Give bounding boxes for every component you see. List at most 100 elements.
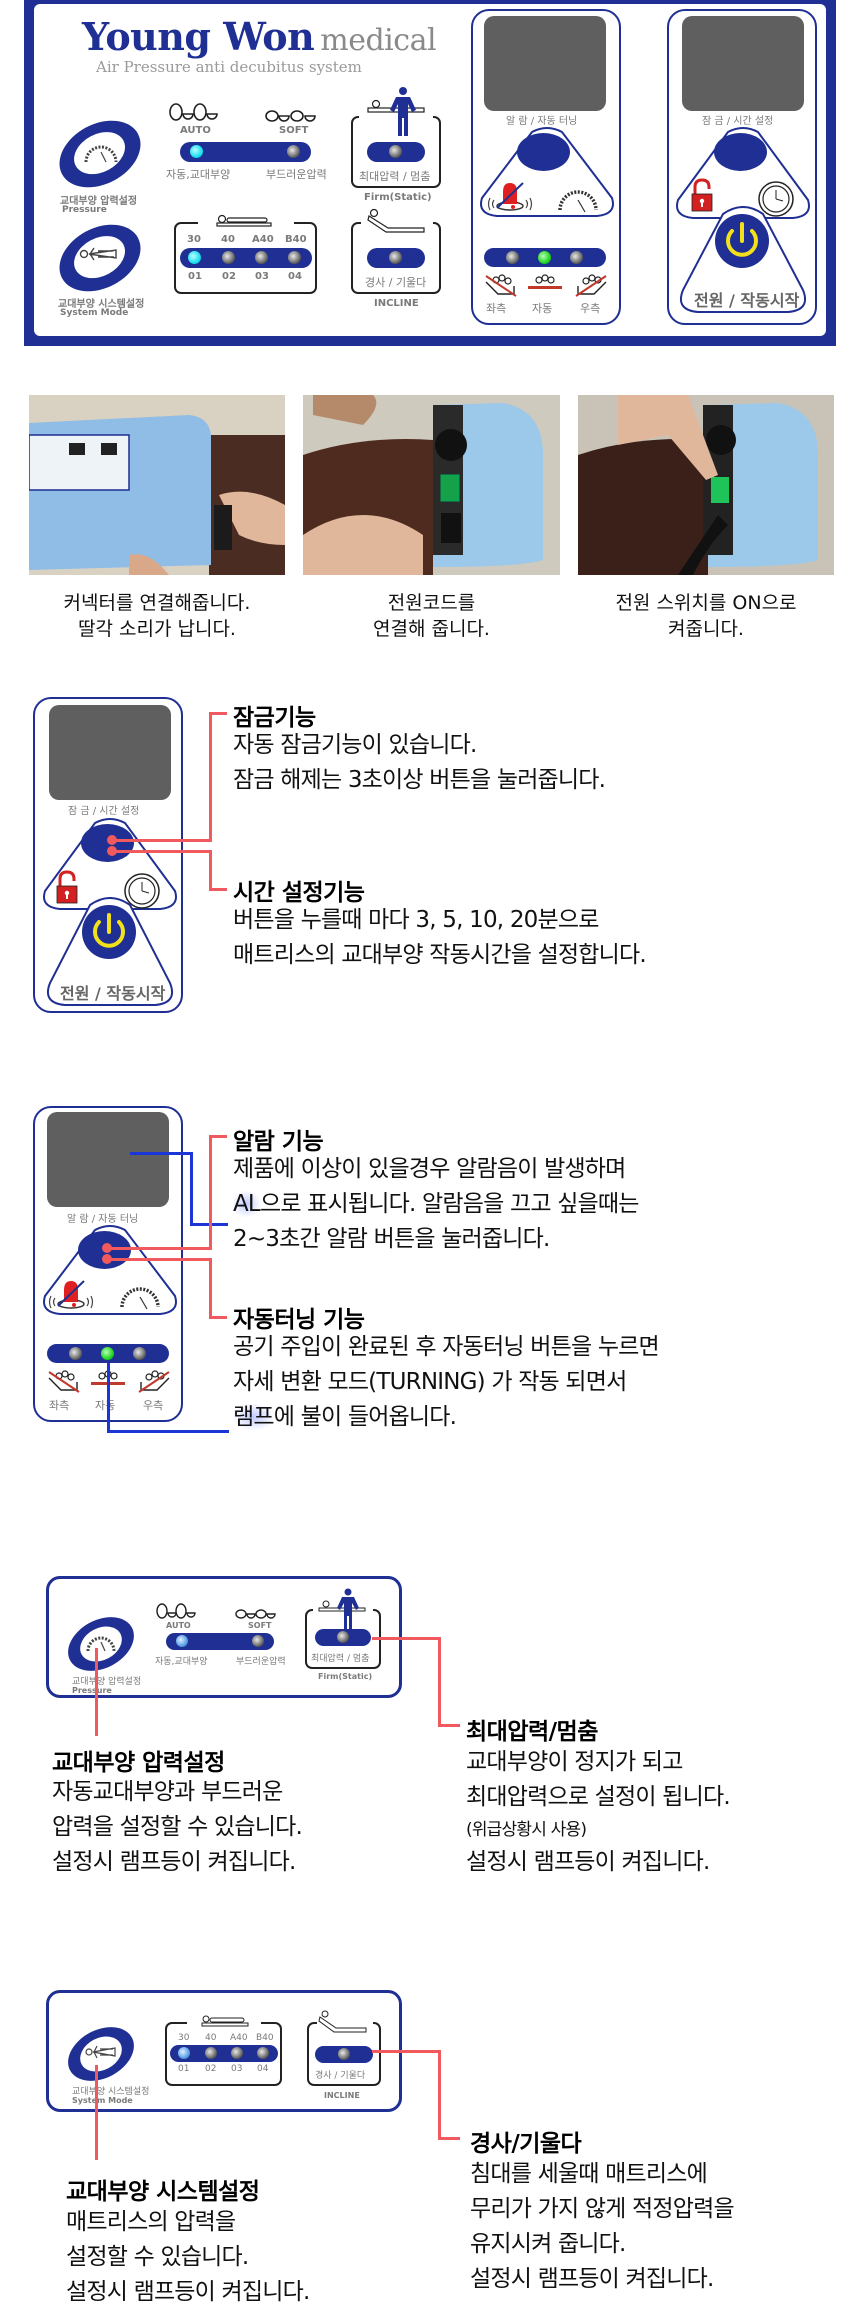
level-label-a40: A40 — [252, 234, 274, 245]
turning-callout-line — [107, 1258, 211, 1261]
system-mode-label: 교대부양 시스템설정 — [58, 299, 145, 310]
time-feature-line: 매트리스의 교대부양 작동시간을 설정합니다. — [233, 942, 647, 968]
pressure-feature-text: 자동교대부양과 부드러운 압력을 설정할 수 있습니다. 설정시 램프등이 켜집… — [52, 1775, 303, 1880]
incline-feature-text: 침대를 세울때 매트리스에 무리가 가지 않게 적정압력을 유지시켜 줍니다. … — [470, 2157, 735, 2297]
system-section-label-ko: 교대부양 시스템설정 — [72, 2087, 150, 2097]
alarm-feature-title: 알람 기능 — [233, 1129, 324, 1155]
alarm-feature-line-rest: 으로 표시됩니다. 알람음을 끄고 싶을때는 — [259, 1191, 639, 1217]
pressure-section-label-en: Pressure — [72, 1686, 112, 1695]
lock-section-power-icon — [93, 913, 125, 948]
incline-feature-title: 경사/기울다 — [470, 2131, 582, 2157]
system-section-led-bar — [170, 2045, 278, 2062]
display-callout-line — [130, 1152, 192, 1155]
turning-gauge-icon — [558, 190, 598, 213]
alarm-section-right-led — [133, 1347, 146, 1360]
incline-led — [389, 251, 402, 264]
lock-feature-text: 자동 잠금기능이 있습니다. 잠금 해제는 3초이상 버튼을 눌러줍니다. — [233, 728, 606, 798]
system-feature-text: 매트리스의 압력을 설정할 수 있습니다. 설정시 램프등이 켜집니다. — [66, 2205, 310, 2305]
level-num-04: 04 — [288, 271, 302, 282]
firm-feature-line: 교대부양이 정지가 되고 — [466, 1749, 683, 1775]
pressure-section-led-bar — [166, 1633, 274, 1650]
system-feature-line: 매트리스의 압력을 — [66, 2209, 236, 2235]
pressure-section-auto-label: AUTO — [166, 1621, 191, 1630]
system-level-led-bar — [180, 248, 312, 268]
firm-callout-line — [372, 1637, 440, 1640]
system-callout-line — [95, 2065, 98, 2160]
system-section-mattress-icon — [201, 2015, 249, 2027]
firm-label-ko: 최대압력 / 멈춤 — [359, 170, 431, 183]
level-label-b40: B40 — [285, 234, 307, 245]
firm-feature-line: 설정시 램프등이 켜집니다. — [466, 1849, 710, 1875]
setup-caption-3-line2: 켜줍니다. — [668, 618, 744, 640]
lock-callout-line — [112, 839, 211, 842]
alarm-section-mute-icon — [48, 1280, 94, 1309]
lock-timer-button[interactable] — [714, 133, 767, 171]
pressure-setting-label-en: Pressure — [62, 205, 107, 215]
alarm-turning-button[interactable] — [517, 133, 570, 171]
firm-label-en: Firm(Static) — [364, 192, 432, 203]
system-section-label-en: System Mode — [72, 2096, 133, 2105]
left-turn-led — [506, 251, 519, 264]
lock-feature-title: 잠금기능 — [233, 705, 316, 731]
alarm-section-auto-label: 자동 — [95, 1399, 116, 1412]
pressure-feature-line: 설정시 램프등이 켜집니다. — [52, 1849, 296, 1875]
alarm-section-left-label: 좌측 — [49, 1399, 70, 1412]
pressure-mode-led-bar — [180, 142, 311, 162]
power-icon — [726, 222, 758, 257]
level-led-02 — [222, 251, 235, 264]
firm-static-box[interactable]: 최대압력 / 멈춤 — [351, 114, 441, 188]
system-section-top-30: 30 — [178, 2033, 190, 2043]
al-highlight: AL — [233, 1191, 261, 1217]
level-label-30: 30 — [187, 234, 201, 245]
power-button[interactable] — [715, 214, 769, 268]
system-section-num-02: 02 — [205, 2064, 217, 2074]
system-section-incline-ko: 경사 / 기울다 — [315, 2071, 366, 2081]
time-feature-title: 시간 설정기능 — [233, 880, 365, 906]
incline-led-bar — [367, 248, 425, 268]
system-section-incline-led — [338, 2048, 350, 2060]
pressure-feature-line: 자동교대부양과 부드러운 — [52, 1779, 283, 1805]
auto-led — [190, 145, 203, 158]
system-section-patient-icon — [85, 2045, 116, 2059]
firm-feature-note: (위급상황시 사용) — [466, 1820, 587, 1840]
turning-position-icons — [485, 274, 607, 297]
incline-feature-line: 설정시 램프등이 켜집니다. — [470, 2266, 714, 2292]
setup-caption-2: 전원코드를 연결해 줍니다. — [303, 590, 560, 642]
system-section-incline-led-bar — [315, 2046, 373, 2063]
incline-callout-line — [372, 2050, 440, 2053]
pressure-section-soft-label: SOFT — [248, 1621, 272, 1630]
system-section-num-04: 04 — [257, 2064, 269, 2074]
soft-label: SOFT — [279, 125, 309, 136]
pressure-section-gauge-icon — [86, 1636, 116, 1652]
alarm-section-gauge-icon — [120, 1287, 160, 1310]
right-turn-led — [570, 251, 583, 264]
soft-led — [287, 145, 300, 158]
lock-section-power-button[interactable] — [82, 905, 136, 959]
system-mode-label-en: System Mode — [60, 308, 129, 318]
turning-led-bar — [484, 248, 606, 267]
power-label: 전원 / 작동시작 — [694, 291, 800, 310]
pressure-section-label-ko: 교대부양 압력설정 — [72, 1677, 142, 1687]
pressure-section-person-icon — [318, 1588, 366, 1630]
turning-feature-line: 램프에 불이 들어옵니다. — [233, 1400, 659, 1435]
pressure-section-soft-icon — [235, 1609, 276, 1619]
system-section-incline-box[interactable]: 경사 / 기울다 — [307, 2020, 381, 2086]
brand-name: Young Won — [82, 14, 315, 59]
setup-caption-1-line2: 딸각 소리가 납니다. — [78, 618, 236, 640]
pressure-section-firm-en: Firm(Static) — [318, 1672, 373, 1681]
incline-box[interactable]: 경사 / 기울다 — [351, 220, 441, 294]
auto-label-ko: 자동,교대부양 — [166, 168, 231, 181]
setup-caption-3: 전원 스위치를 ON으로 켜줍니다. — [578, 590, 834, 642]
time-feature-line: 버튼을 누를때 마다 3, 5, 10, 20분으로 — [233, 907, 599, 933]
pressure-gauge-icon — [84, 145, 118, 163]
setup-photo-power-cord — [303, 395, 560, 575]
alarm-feature-line: 2~3초간 알람 버튼을 눌러줍니다. — [233, 1226, 550, 1252]
lock-section-clock-icon — [124, 873, 160, 909]
pressure-section-firm-led-bar — [315, 1629, 371, 1646]
system-section-led-01 — [178, 2047, 190, 2059]
system-section-led-03 — [231, 2047, 243, 2059]
alarm-mute-icon — [487, 182, 533, 211]
lock-section-unlock-icon — [56, 870, 78, 904]
left-turn-label: 좌측 — [486, 302, 507, 315]
